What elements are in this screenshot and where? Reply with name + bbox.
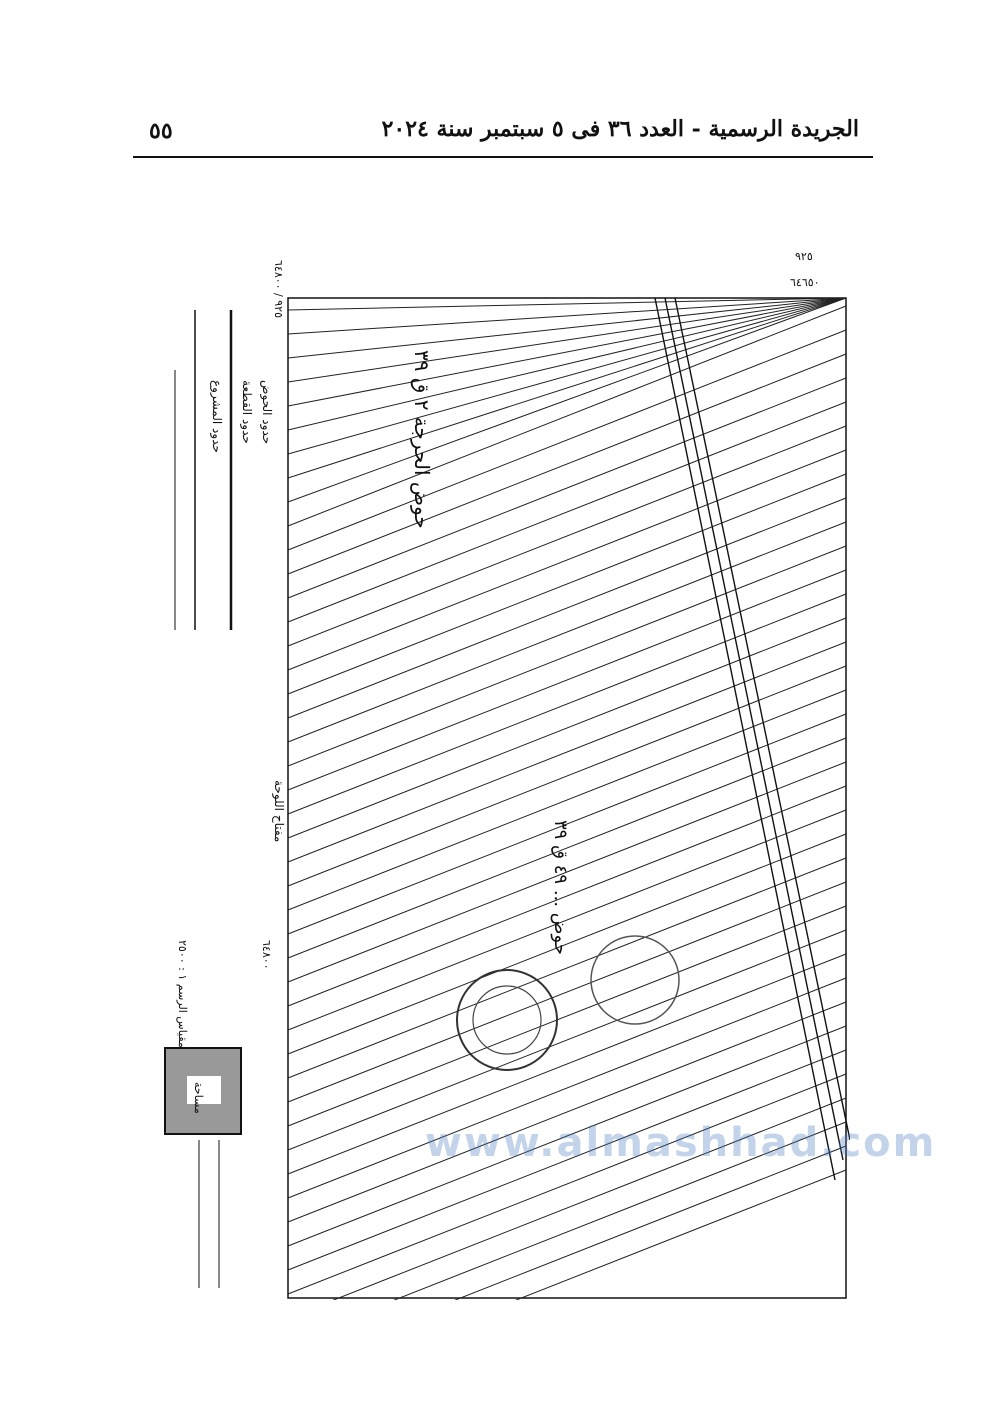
gazette-title: الجريدة الرسمية - العدد ٣٦ فى ٥ سبتمبر س… <box>381 116 859 142</box>
coord-top-fraction: ٩٢٥ <box>795 250 813 263</box>
parcel-line <box>287 329 847 551</box>
parcel-line <box>287 593 847 815</box>
region-label-2: حوض ... ٤٩ ق ٣٩ <box>550 820 571 955</box>
parcel-line <box>287 425 847 647</box>
parcel-line <box>287 521 847 743</box>
parcel-line <box>287 497 847 719</box>
parcel-line <box>287 905 847 1127</box>
parcel-line <box>287 297 847 431</box>
page-number: ٥٥ <box>149 118 173 144</box>
parcel-line <box>287 737 847 959</box>
coord-top-value: ٦٤٦٥٠ <box>790 276 820 289</box>
road-edge <box>654 297 836 1181</box>
parcel-line <box>287 857 847 1079</box>
parcel-line <box>287 297 847 335</box>
header-rule <box>133 156 873 158</box>
coord-left-top: ٩٢٥ / ٦٤٨٠٠ <box>272 260 285 318</box>
legend-item-3: حدود المشروع <box>210 380 224 453</box>
scale-label: مقياس الرسم ١ : ٢٥٠٠ <box>176 940 189 1048</box>
parcel-line <box>287 377 847 599</box>
road-edge <box>674 297 850 1141</box>
parcel-line <box>287 297 847 311</box>
parcel-line <box>287 833 847 1055</box>
parcel-line <box>287 641 847 863</box>
legend-item-1: حدود الحوض <box>260 380 274 444</box>
parcel-line <box>287 353 847 575</box>
cadastral-map: مفتاح اللوحة حدود الحوض حدود القطعة حدود… <box>135 180 934 1300</box>
parcel-line <box>287 617 847 839</box>
parcel-line <box>287 297 847 479</box>
parcel-line <box>287 297 847 359</box>
road-edge <box>664 297 844 1161</box>
parcel-line <box>287 401 847 623</box>
parcel-line <box>287 1073 847 1295</box>
region-label-1: حوض الحرجة ٢ ق ٣٩ <box>410 350 434 529</box>
parcel-line <box>287 297 847 455</box>
parcel-line <box>287 473 847 695</box>
parcel-line <box>287 881 847 1103</box>
parcel-line <box>287 1049 847 1271</box>
parcel-line <box>287 809 847 1031</box>
parcel-line <box>287 297 847 503</box>
parcel-line <box>287 953 847 1175</box>
parcel-line <box>287 1001 847 1223</box>
parcel-line <box>287 305 847 527</box>
legend-title: مفتاح اللوحة <box>272 780 286 842</box>
map-drawing: مفتاح اللوحة حدود الحوض حدود القطعة حدود… <box>164 250 850 1300</box>
box-label: مساحة <box>192 1082 205 1114</box>
parcel-line <box>332 1097 847 1300</box>
parcel-line <box>287 297 847 383</box>
legend-item-2: حدود القطعة <box>240 380 254 444</box>
coord-bottom: ٦٤٨٠٠ <box>260 940 273 970</box>
page-header: ٥٥ الجريدة الرسمية - العدد ٣٦ فى ٥ سبتمب… <box>133 112 873 158</box>
parcel-line <box>287 929 847 1151</box>
parcel-line <box>287 545 847 767</box>
parcel-line <box>287 569 847 791</box>
parcel-line <box>287 665 847 887</box>
official-seal <box>456 969 558 1071</box>
parcel-line <box>287 761 847 983</box>
parcel-line <box>287 977 847 1199</box>
parcel-line <box>287 297 847 407</box>
parcel-line <box>287 785 847 1007</box>
parcel-line <box>287 449 847 671</box>
watermark-text: www.almashhad.com <box>425 1120 937 1166</box>
parcel-line <box>287 1025 847 1247</box>
parcel-line <box>454 1145 847 1300</box>
parcel-line <box>393 1121 847 1300</box>
parcel-line <box>287 713 847 935</box>
parcel-line <box>514 1169 847 1300</box>
